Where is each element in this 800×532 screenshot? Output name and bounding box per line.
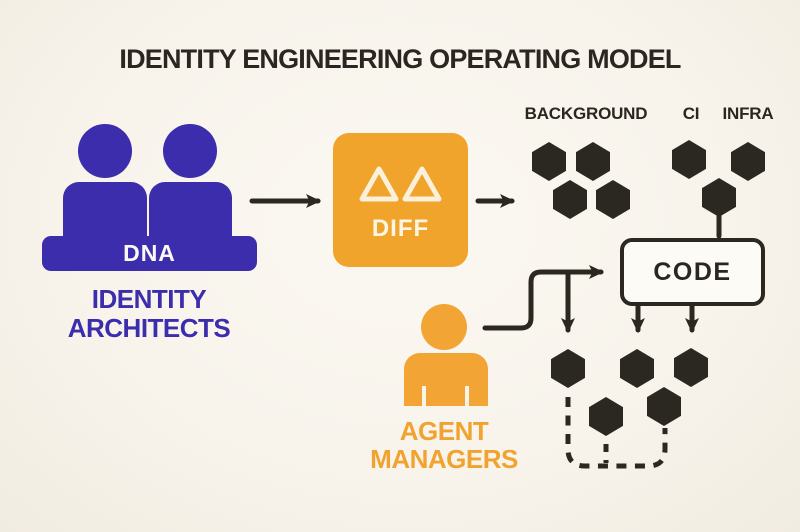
agent-manager-person-icon	[422, 386, 426, 406]
architect-person-icon	[149, 182, 232, 237]
agent-managers-caption: AGENT MANAGERS	[343, 417, 545, 473]
output-hexagon-icon	[589, 397, 623, 436]
agent-managers-line2: MANAGERS	[370, 444, 518, 474]
ci-label: CI	[682, 104, 700, 123]
diff-label: DIFF	[371, 215, 430, 242]
dna-badge: DNA	[42, 236, 257, 271]
output-hexagon-icon	[620, 349, 654, 388]
architect-person-icon	[63, 182, 147, 237]
identity-architects-line1: IDENTITY	[91, 284, 207, 314]
agent-manager-person-icon	[465, 386, 469, 406]
ci-infra-hexagon-icon	[702, 178, 736, 217]
infra-hexagon-icon	[731, 142, 765, 181]
background-hexagon-icon	[596, 180, 630, 219]
identity-architects-line2: ARCHITECTS	[67, 313, 231, 343]
agent-managers-line1: AGENT	[399, 416, 489, 446]
infra-label: INFRA	[722, 104, 774, 123]
background-hexagon-icon	[576, 142, 610, 181]
code-box: CODE	[620, 238, 765, 306]
architect-person-icon	[78, 124, 132, 178]
architect-person-icon	[163, 124, 217, 178]
arrow-agent-managers-to-code	[482, 265, 604, 331]
background-hexagon-icon	[532, 142, 566, 181]
agent-manager-person-icon	[404, 353, 488, 406]
page-title: IDENTITY ENGINEERING OPERATING MODEL	[119, 44, 681, 74]
output-hexagon-icon	[647, 387, 681, 426]
agent-manager-person-icon	[421, 304, 467, 350]
ci-hexagon-icon	[672, 140, 706, 179]
output-hexagon-icon	[551, 349, 585, 388]
output-hexagon-icon	[674, 348, 708, 387]
dna-badge-label: DNA	[123, 240, 176, 266]
identity-architects-caption: IDENTITY ARCHITECTS	[25, 285, 273, 343]
background-hexagon-icon	[553, 180, 587, 219]
delta-triangles-icon	[359, 166, 441, 202]
diff-box: DIFF	[333, 133, 468, 267]
code-label: CODE	[653, 257, 732, 286]
background-label: BACKGROUND	[524, 104, 648, 123]
